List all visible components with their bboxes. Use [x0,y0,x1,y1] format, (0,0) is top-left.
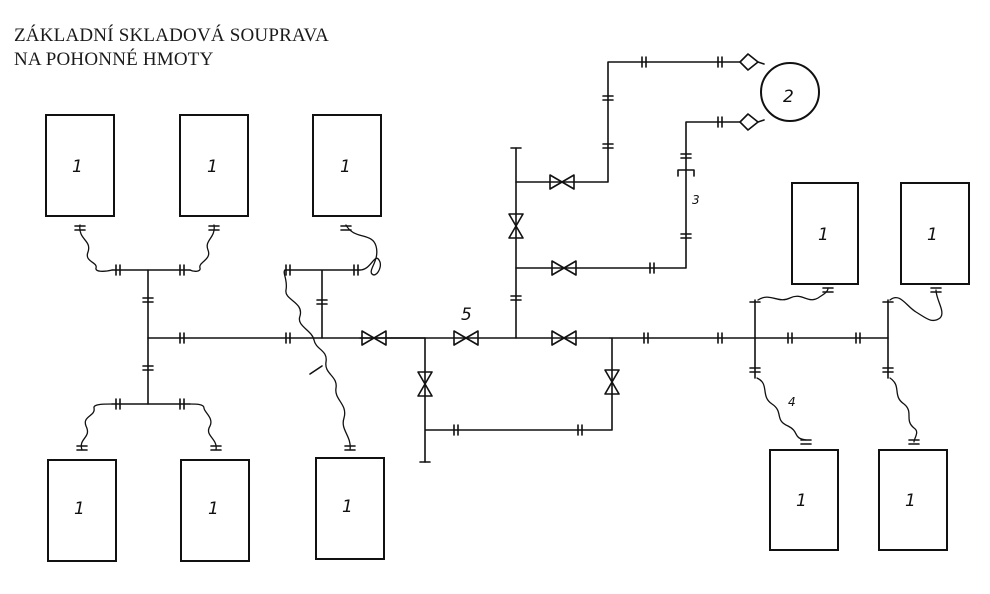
tank-bottom-mid: 1 [315,457,385,560]
title-line-1: ZÁKLADNÍ SKLADOVÁ SOUPRAVA [14,25,329,46]
bypass-loop [424,337,613,463]
hose-label: 4 [788,395,796,409]
tank-top-right-b: 1 [900,182,970,285]
pump-label: 2 [783,87,794,107]
hose-tank-g [757,287,829,301]
pump: 2 [760,62,820,122]
hose-tank-i [756,377,807,441]
pipe-label: 3 [692,193,700,207]
tank-label: 1 [905,491,916,511]
tank-top-mid: 1 [312,114,382,217]
hose-tank-j [889,377,918,443]
tank-top-center-left: 1 [179,114,249,217]
diagram-title: ZÁKLADNÍ SKLADOVÁ SOUPRAVA NA POHONNÉ HM… [14,24,329,72]
tank-label: 1 [208,499,219,519]
hose-tank-h [889,289,943,322]
tank-label: 1 [796,491,807,511]
valve-label: 5 [461,305,472,325]
tank-bottom-right-b: 1 [878,449,948,551]
tank-label: 1 [927,225,938,245]
tank-label: 1 [818,225,829,245]
tank-label: 1 [72,157,83,177]
hose-tank-f [283,269,351,451]
hose-tank-b [189,224,215,272]
tank-bottom-left: 1 [47,459,117,562]
hose-tank-a [79,224,113,272]
title-line-2: NA POHONNÉ HMOTY [14,49,214,70]
tank-top-left: 1 [45,114,115,217]
pump-delivery-pipe [515,121,741,269]
tank-bottom-center-left: 1 [180,459,250,562]
hose-tank-d [80,403,113,451]
tank-bottom-right-a: 1 [769,449,839,551]
tank-label: 1 [340,157,351,177]
tank-label: 1 [74,499,85,519]
tank-top-right-a: 1 [791,182,859,285]
tank-label: 1 [342,497,353,517]
hose-tank-c [345,224,382,276]
hose-tank-e [189,403,217,451]
tank-label: 1 [207,157,218,177]
